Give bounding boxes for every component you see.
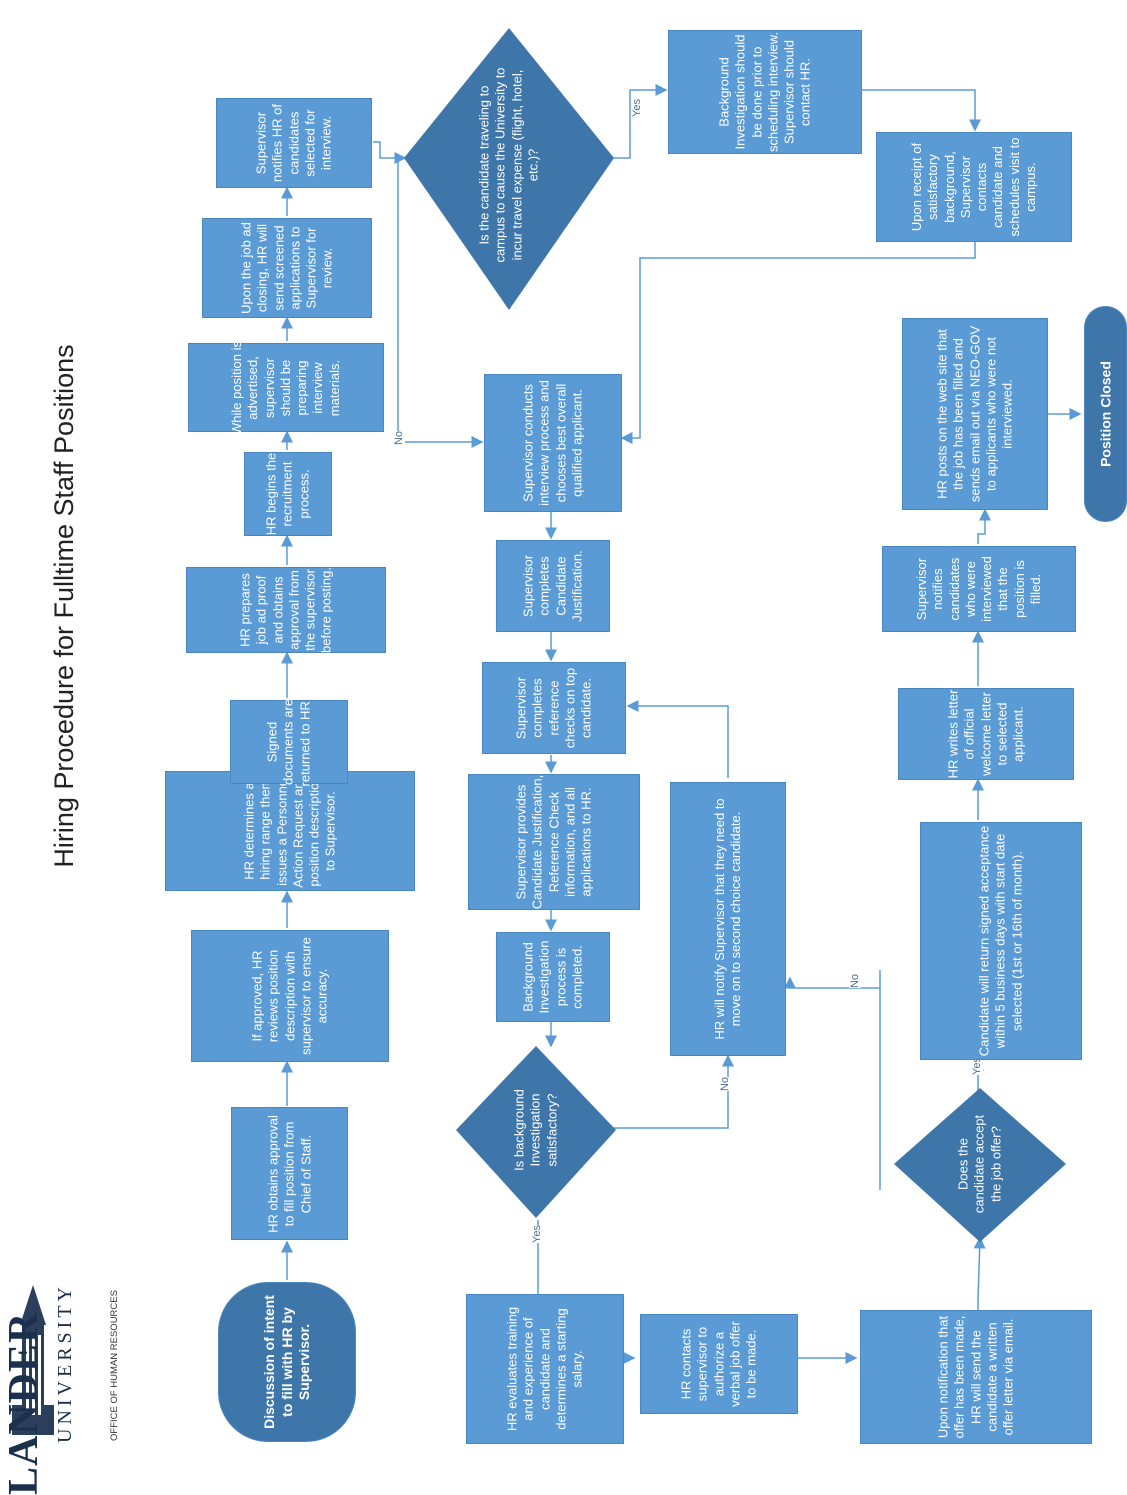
bg-before-box: Background Investigation should be done … [668, 30, 862, 154]
bg-complete-box: Background Investigation process is comp… [496, 932, 610, 1022]
arrow-notifies-web [977, 508, 991, 544]
notifies-filled-box: Supervisor notifies candidates who were … [882, 546, 1076, 632]
flowchart-canvas: Hiring Procedure for Fulltime Staff Posi… [1, 28, 1127, 1495]
approval-box: HR obtains approval to fill position fro… [231, 1107, 348, 1240]
job-ad-box: HR prepares job ad proof and obtains app… [186, 567, 386, 653]
reference-box: Supervisor completes reference checks on… [482, 662, 626, 754]
arrow-bgbefore-receipt [862, 89, 981, 132]
arrow-diamond-yes [612, 84, 668, 159]
no-label-accept: No [849, 973, 862, 989]
second-choice-box: HR will notify Supervisor that they need… [670, 782, 786, 1056]
contacts-box: HR contacts supervisor to authorize a ve… [640, 1314, 798, 1414]
page-title: Hiring Procedure for Fulltime Staff Posi… [49, 344, 79, 868]
background-decision-diamond [456, 1046, 616, 1218]
start-terminal: Discussion of intent to fill with HR by … [218, 1282, 356, 1442]
logo-name: LANDER [1, 1311, 47, 1495]
no-label-bg: No [719, 1076, 732, 1092]
yes-label-travel: Yes [630, 99, 643, 117]
travel-decision-diamond [404, 28, 614, 310]
justification-box: Supervisor completes Candidate Justifica… [496, 540, 610, 632]
no-label-travel: No [393, 430, 406, 446]
tower-icon [12, 1285, 54, 1435]
travel-question: Is the candidate traveling to campus to … [476, 67, 541, 263]
evaluate-box-main: HR evaluates training and experience of … [466, 1294, 624, 1444]
logo: LANDER UNIVERSITY OFFICE OF HUMAN RESOUR… [1, 1283, 154, 1495]
advertised-box: While position is advertised, supervisor… [188, 341, 384, 434]
arrow-bgq-no [613, 1054, 734, 1129]
written-offer-box: Upon notification that offer has been ma… [860, 1310, 1092, 1444]
arrow-secondchoice-reference [626, 700, 729, 778]
arrow-receipt-interview [620, 240, 976, 444]
web-post-box: HR posts on the web site that the job ha… [902, 318, 1048, 510]
provides-box: Supervisor provides Candidate Justificat… [468, 774, 640, 910]
closing-box: Upon the job ad closing, HR will send sc… [202, 218, 372, 318]
accept-decision-diamond [894, 1088, 1066, 1242]
recruit-box: HR begins the recruitment process. [244, 452, 332, 536]
end-terminal: Position Closed [1084, 306, 1127, 522]
accept-question: Does the candidate accept the job offer? [955, 1114, 1004, 1214]
notify-hr-box: Supervisor notifies HR of candidates sel… [216, 98, 372, 188]
logo-office: OFFICE OF HUMAN RESOURCES [109, 1290, 120, 1441]
welcome-box: HR writes letter of official welcome let… [898, 688, 1074, 780]
return-signed-box: Candidate will return signed acceptance … [920, 822, 1082, 1060]
arrow-acceptq-no [784, 970, 881, 1190]
yes-label-bg: Yes [530, 1225, 543, 1243]
interview-box: Supervisor conducts interview process an… [484, 374, 622, 512]
signed-docs-box: Signed documents are returned to HR. [230, 698, 348, 786]
review-box: If approved, HR reviews position descrip… [191, 930, 389, 1062]
receipt-box: Upon receipt of satisfactory background,… [876, 132, 1072, 242]
arrow-notify-diamond [373, 141, 407, 164]
background-question: Is background Investigation satisfactory… [511, 1089, 560, 1171]
logo-sub: UNIVERSITY [54, 1283, 76, 1443]
